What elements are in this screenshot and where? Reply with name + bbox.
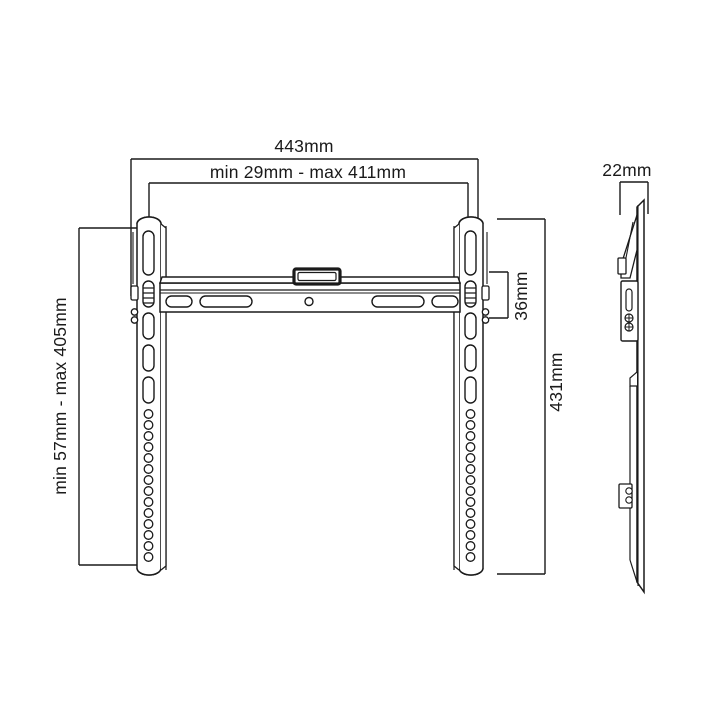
- right-tab-screw-a: [481, 308, 490, 316]
- left-hole: [143, 552, 154, 562]
- left-hole: [143, 508, 154, 518]
- side-bottom-taper: [629, 559, 638, 583]
- left-tab-screw-a: [130, 308, 139, 316]
- side-lower-hole-b: [625, 496, 633, 504]
- cross-bar-slots: [165, 295, 459, 308]
- right-hole: [465, 453, 476, 463]
- left-hole: [143, 420, 154, 430]
- left-slot-3: [142, 312, 155, 340]
- left-slot-4: [142, 344, 155, 372]
- left-hole: [143, 497, 154, 507]
- right-tab-screw-b: [481, 316, 490, 324]
- right-rail-top-cap: [458, 216, 484, 225]
- left-slot-1: [142, 230, 155, 276]
- center-mounting-tab: [292, 267, 342, 286]
- left-tab-screw-b: [130, 316, 139, 324]
- left-tab-upper: [130, 285, 139, 301]
- left-rail-hatch: [143, 287, 154, 304]
- right-rail-shell: [453, 223, 460, 571]
- left-hole: [143, 519, 154, 529]
- right-hole: [465, 519, 476, 529]
- left-rail-top-cap: [136, 216, 162, 225]
- left-hole: [143, 453, 154, 463]
- left-hole: [143, 475, 154, 485]
- horizontal-range-label: min 29mm - max 411mm: [210, 162, 406, 182]
- right-slot-1: [464, 230, 477, 276]
- right-slot-5: [464, 376, 477, 404]
- right-hole: [465, 420, 476, 430]
- right-rail-outer-tabs: [481, 232, 490, 324]
- vertical-range-label: min 57mm - max 405mm: [50, 297, 70, 495]
- bar-center-hole: [304, 296, 314, 307]
- left-hole: [143, 541, 154, 551]
- left-hole: [143, 530, 154, 540]
- side-mid-step: [629, 371, 638, 387]
- left-rail-outer-tabs: [130, 232, 139, 324]
- bar-height-label: 36mm: [511, 271, 531, 320]
- overall-width-label: 443mm: [274, 136, 333, 156]
- left-rail-slots: [142, 230, 155, 404]
- right-rail-slots: [464, 230, 477, 404]
- left-hole: [143, 486, 154, 496]
- bar-slot-1: [165, 295, 193, 308]
- left-rail-hole-column: [143, 409, 154, 562]
- right-slot-4: [464, 344, 477, 372]
- right-hole: [465, 486, 476, 496]
- side-profile-view: [617, 198, 645, 595]
- right-hole: [465, 475, 476, 485]
- side-lower-hole-a: [625, 487, 633, 495]
- side-top-tab: [617, 257, 627, 275]
- right-hole: [465, 442, 476, 452]
- left-rail-bottom-cap: [136, 567, 162, 576]
- side-bracket-cross-a: [625, 314, 633, 322]
- right-rail-hatch: [465, 287, 476, 304]
- right-hole: [465, 497, 476, 507]
- right-hole: [465, 541, 476, 551]
- right-hole: [465, 409, 476, 419]
- right-hole: [465, 552, 476, 562]
- right-hole: [465, 508, 476, 518]
- bar-slot-2: [199, 295, 253, 308]
- bar-slot-3: [371, 295, 425, 308]
- right-tab-upper: [481, 285, 490, 301]
- side-bracket-cross-b: [625, 323, 633, 331]
- left-hole: [143, 431, 154, 441]
- left-rail-shell: [160, 223, 167, 571]
- overall-height-label: 431mm: [546, 352, 566, 411]
- dim-bracket-overall-height: [497, 218, 546, 575]
- right-rail-hole-column: [465, 409, 476, 562]
- right-hole: [465, 431, 476, 441]
- bar-slot-4: [431, 295, 459, 308]
- side-bracket-slot: [625, 288, 633, 312]
- right-slot-3: [464, 312, 477, 340]
- left-hole: [143, 442, 154, 452]
- dim-bracket-depth: [619, 181, 649, 215]
- dim-bracket-bar-height: [489, 271, 509, 319]
- right-hole: [465, 530, 476, 540]
- right-hole: [465, 464, 476, 474]
- center-tab-inner: [297, 271, 337, 282]
- left-hole: [143, 409, 154, 419]
- left-slot-5: [142, 376, 155, 404]
- right-rail-bottom-cap: [458, 567, 484, 576]
- left-hole: [143, 464, 154, 474]
- depth-label: 22mm: [602, 160, 651, 180]
